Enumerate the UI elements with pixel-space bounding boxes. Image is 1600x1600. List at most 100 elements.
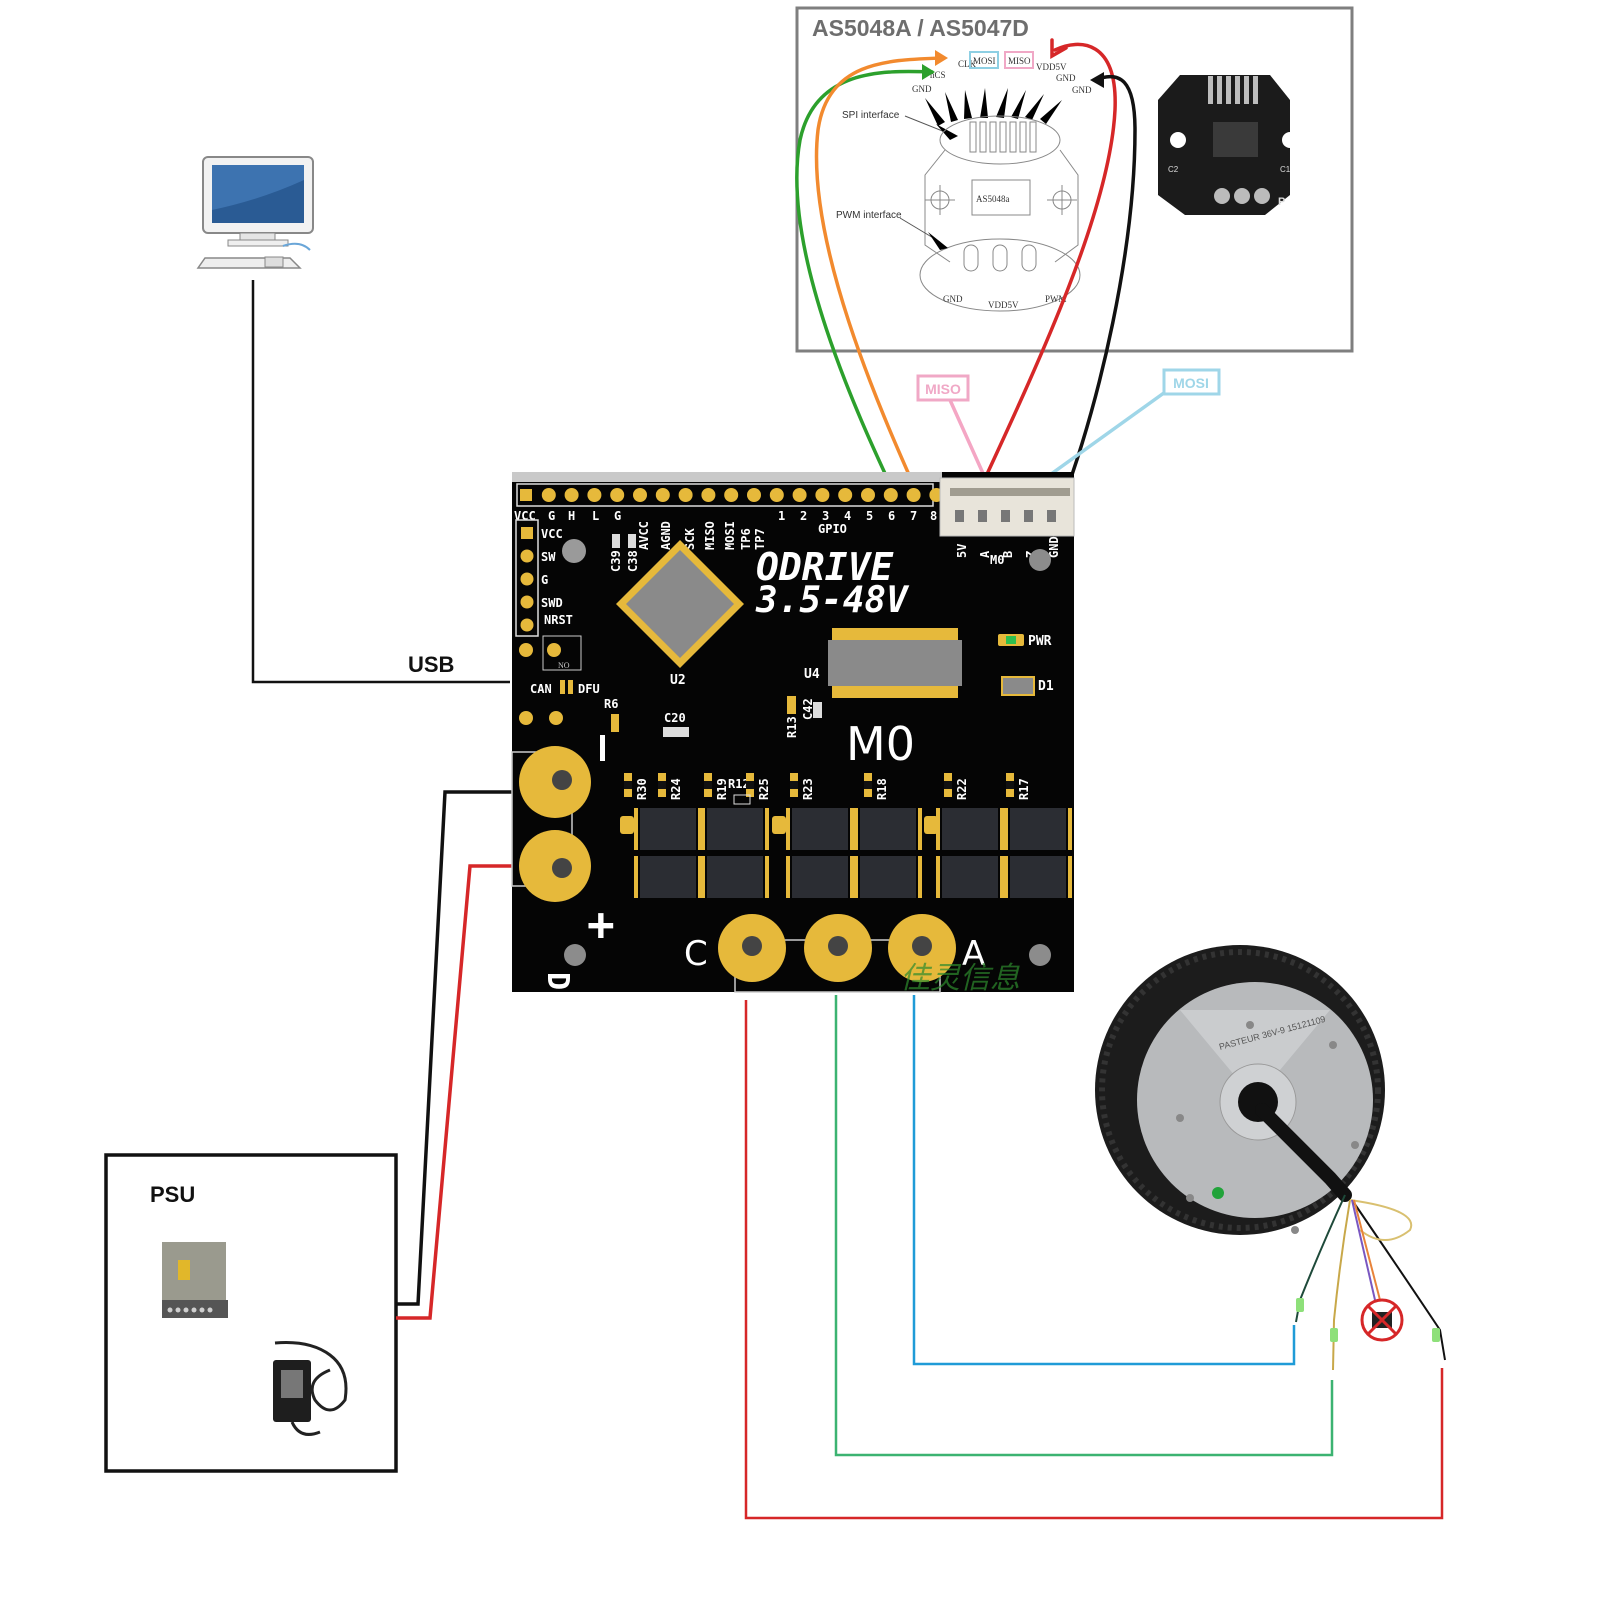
label-pwr: PWR (1028, 634, 1052, 649)
label-can: CAN (530, 682, 552, 696)
encoder-header-m0: M0 (990, 553, 1004, 567)
label-r6: R6 (604, 697, 618, 711)
wire-gpio7-ncs (795, 69, 934, 497)
side-pin-label: SW (541, 550, 556, 564)
enc-pin-gnd2: GND (1056, 73, 1076, 83)
resistor-label: R17 (1017, 778, 1031, 800)
header-pad[interactable] (633, 488, 647, 502)
wire-5v-vdd (973, 42, 1117, 502)
side-pad[interactable] (520, 549, 534, 563)
phase-b-wire (834, 995, 1334, 1457)
resistor-label: R23 (801, 778, 815, 800)
top-pin-label: SCK (683, 528, 697, 550)
header-pad[interactable] (541, 488, 556, 502)
phase-a-wire (912, 995, 1296, 1366)
header-pad[interactable] (701, 488, 716, 502)
header-pad[interactable] (587, 488, 602, 502)
header-pad[interactable] (655, 488, 670, 502)
top-pin-label: 4 (844, 509, 851, 523)
pwm-pin-vdd5v: VDD5V (988, 300, 1019, 310)
label-phase-c: C (684, 934, 708, 974)
mosfet (1010, 808, 1066, 850)
label-c42: C42 (801, 698, 815, 720)
label-c20: C20 (664, 711, 686, 725)
enc-pin-gnd: GND (912, 84, 932, 94)
spi-interface-label: SPI interface (842, 110, 900, 121)
mosfet (707, 808, 763, 850)
top-pin-label: 3 (822, 509, 829, 523)
computer-icon (196, 156, 314, 269)
label-u2: U2 (670, 673, 686, 688)
side-pin-header (520, 527, 534, 632)
header-pad[interactable] (792, 488, 807, 502)
top-pin-label: H (568, 509, 575, 523)
mosfet (860, 808, 916, 850)
pwm-pin-pwm: PWM (1045, 294, 1067, 304)
label-dfu: DFU (578, 682, 600, 696)
encoder-connector[interactable] (939, 477, 1075, 537)
mount-hole (1029, 944, 1051, 966)
top-pin-label: 8 (930, 509, 937, 523)
laptop-adapter-photo (273, 1341, 348, 1436)
side-pin-label: SWD (541, 596, 563, 610)
enc-pin-mosi: MOSI (973, 56, 996, 66)
label-d1: D1 (1038, 679, 1054, 694)
odrive-name: ODRIVE (756, 545, 894, 589)
diode-d1 (1001, 676, 1035, 696)
watermark: 佳灵信息 (900, 961, 1020, 996)
header-pad[interactable] (838, 488, 853, 502)
label-u4: U4 (804, 667, 820, 682)
header-pad[interactable] (564, 488, 579, 502)
hub-motor-photo: PASTEUR 36V-9 15121109 (1095, 945, 1446, 1371)
header-pad[interactable] (747, 488, 761, 502)
header-pad[interactable] (906, 488, 921, 502)
top-pin-label: 5 (866, 509, 873, 523)
label-no: NO (558, 661, 570, 670)
side-pad[interactable] (520, 572, 534, 586)
header-pad[interactable] (815, 488, 830, 502)
wire-gpio8-clk (814, 56, 944, 497)
mcu-u2 (616, 540, 744, 668)
encoder-panel-title: AS5048A / AS5047D (812, 15, 1029, 41)
mosfet (640, 808, 696, 850)
resistor-label: R19 (715, 778, 729, 800)
top-pin-label: MOSI (723, 521, 737, 550)
header-pad[interactable] (769, 488, 784, 502)
pwm-interface-label: PWM interface (836, 210, 902, 221)
encoder-pin-label: B (1001, 551, 1015, 558)
header-pad[interactable] (724, 488, 739, 502)
mount-hole (562, 539, 586, 563)
header-pad[interactable] (610, 488, 625, 502)
enc-board-p: P (1278, 196, 1285, 208)
top-pin-label: 2 (800, 509, 807, 523)
encoder-panel: AS5048A / AS5047D GND nCS CLK MOSI MISO … (795, 6, 1354, 353)
header-pad[interactable] (520, 489, 532, 501)
top-pin-label: AVCC (637, 521, 651, 550)
mosfet-array (620, 808, 1072, 898)
dc-positive-wire (396, 864, 515, 1320)
label-nrst: NRST (544, 613, 573, 627)
header-pad[interactable] (678, 488, 693, 502)
mount-hole (1029, 549, 1051, 571)
resistor-label: R24 (669, 778, 683, 800)
mosi-highlight-box (969, 51, 999, 69)
enc-pin-vdd5v: VDD5V (1036, 62, 1067, 72)
pin-arrows (925, 88, 1062, 126)
header-pad[interactable] (861, 488, 875, 502)
header-pad[interactable] (883, 488, 898, 502)
mosfet (792, 856, 848, 898)
side-pad[interactable] (521, 527, 533, 539)
encoder-pin-label: 5V (955, 544, 969, 558)
side-pad[interactable] (520, 595, 534, 609)
enc-pin-ncs: nCS (930, 70, 946, 80)
label-r13: R13 (785, 716, 799, 738)
side-pad[interactable] (520, 618, 534, 632)
wire-gnd-gnd (1060, 74, 1137, 505)
gate-driver-u4 (828, 628, 962, 698)
odrive-version: 3.5-48V (755, 580, 910, 621)
motor-m0-label: M0 (846, 717, 915, 771)
resistor-label: R12 (728, 777, 750, 791)
